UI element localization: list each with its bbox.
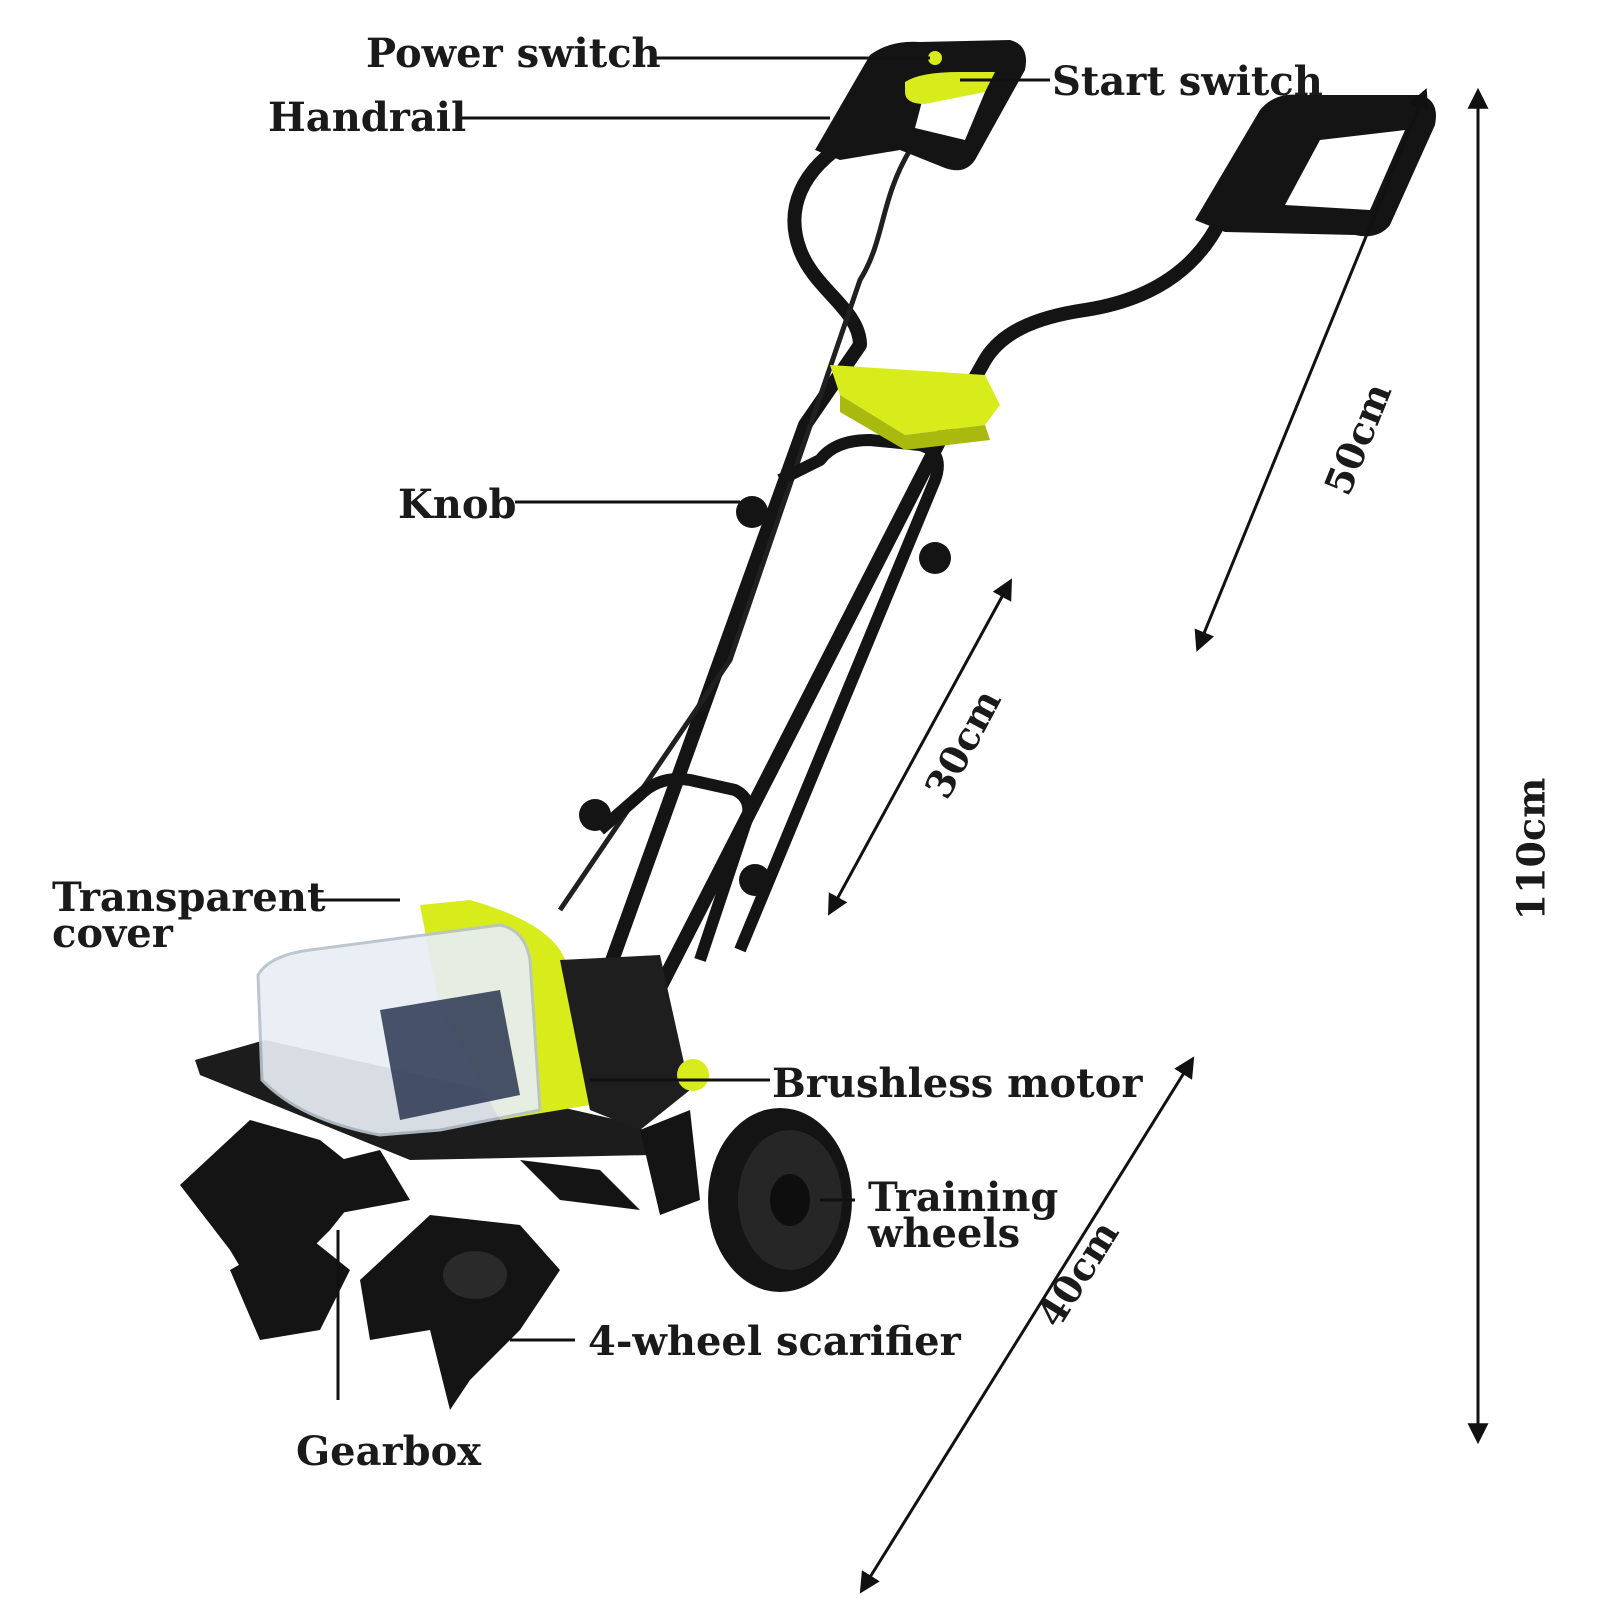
- battery-inside: [380, 990, 520, 1120]
- label-gearbox: Gearbox: [296, 1428, 482, 1475]
- label-transparent-cover-line2: cover: [52, 910, 173, 957]
- label-brushless-motor: Brushless motor: [772, 1060, 1143, 1107]
- label-power-switch: Power switch: [366, 30, 661, 77]
- left-handle-tube: [553, 133, 867, 1112]
- label-scarifier: 4-wheel scarifier: [588, 1318, 961, 1365]
- knob-upper-left: [736, 496, 768, 528]
- label-training-wheels-line2: wheels: [868, 1210, 1021, 1257]
- power-switch-button: [928, 51, 942, 65]
- dim-label-110cm: 110cm: [1508, 777, 1554, 921]
- label-transparent-cover-line1: Transparent: [52, 874, 326, 921]
- leader-lines: [315, 56, 1050, 1400]
- label-training-wheels: Training wheels: [868, 1174, 1059, 1257]
- knob-lower-right: [739, 864, 771, 896]
- label-transparent-cover: Transparent cover: [52, 874, 326, 957]
- label-knob: Knob: [398, 481, 517, 528]
- knob-lower-left: [579, 799, 611, 831]
- label-handrail: Handrail: [268, 94, 467, 141]
- frame-knobs: [579, 496, 951, 896]
- handle-bracket-shade: [840, 395, 990, 450]
- lower-frame-loop: [596, 773, 755, 962]
- label-start-switch: Start switch: [1052, 58, 1323, 105]
- training-wheel: [640, 1108, 852, 1292]
- tiller-machine: [180, 40, 1436, 1410]
- knob-upper-right: [919, 542, 951, 574]
- dim-arrow-40cm: [859, 1056, 1195, 1594]
- tiller-tines: [180, 1120, 640, 1410]
- dim-arrow-50cm: [1194, 88, 1429, 652]
- right-handle-tube: [593, 203, 1232, 1112]
- power-cable: [557, 148, 913, 912]
- motor-base: [560, 955, 690, 1130]
- label-training-wheels-line1: Training: [868, 1174, 1059, 1221]
- motor-knob: [677, 1059, 709, 1091]
- dim-arrow-30cm: [827, 578, 1013, 916]
- dimension-arrows: [827, 87, 1489, 1594]
- left-grip: [815, 40, 1026, 171]
- handle-bracket: [830, 365, 1000, 435]
